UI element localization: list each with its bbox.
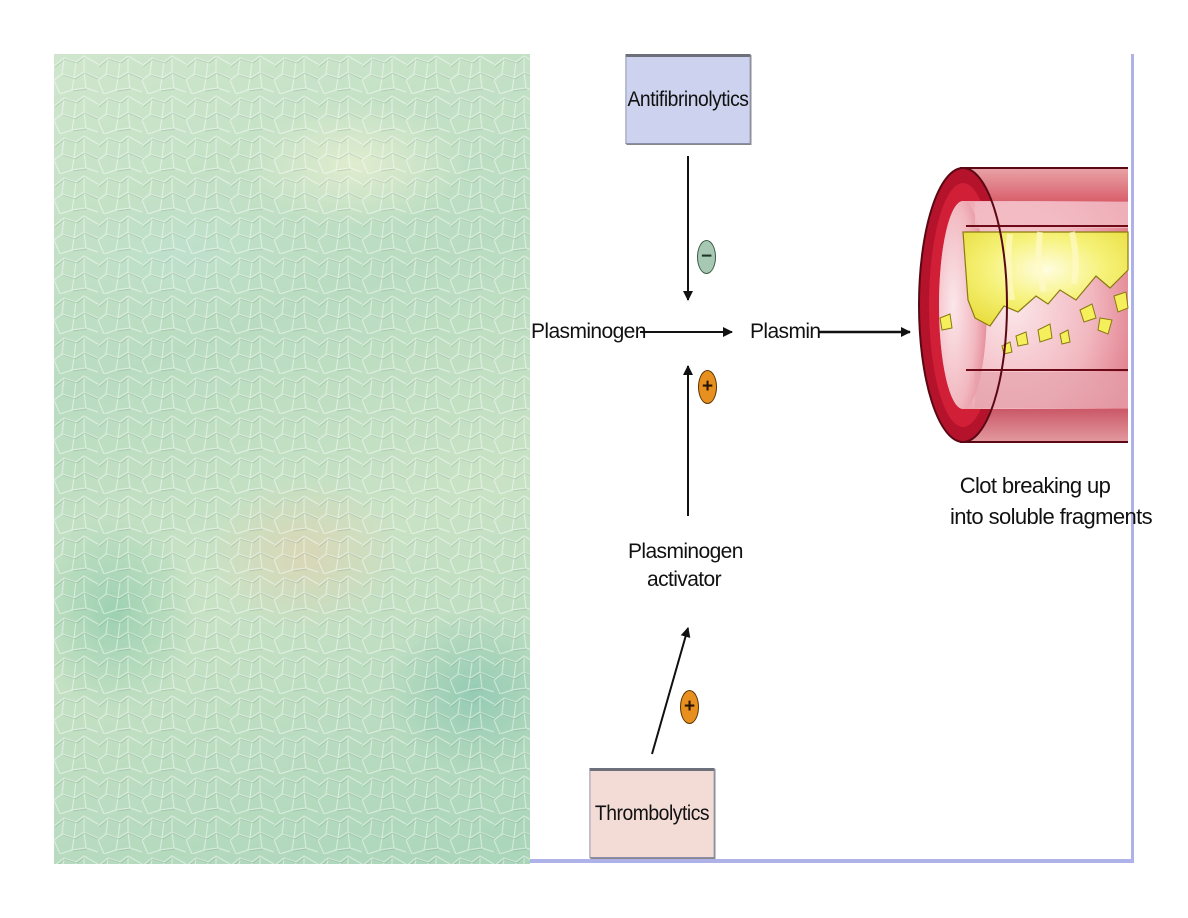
minus-circle-icon: − [697, 240, 716, 274]
antifibrinolytics-label: Antifibrinolytics [627, 88, 749, 111]
plasminogen-activator-line2: activator [647, 568, 722, 591]
plus-circle-icon: + [680, 690, 699, 724]
thrombolytics-label: Thrombolytics [594, 802, 710, 825]
clot-caption-line2: into soluble fragments [950, 504, 1153, 529]
blood-vessel-illustration [918, 167, 1129, 443]
antifibrinolytics-box: Antifibrinolytics [625, 54, 751, 144]
arrow-thrombolytics-to-activator [651, 627, 691, 755]
plasminogen-activator-label: Plasminogen activator [628, 538, 743, 594]
clot-caption-line1: Clot breaking up [959, 473, 1111, 498]
clot-caption: Clot breaking up into soluble fragments [950, 470, 1153, 532]
plasmin-label: Plasmin [750, 320, 821, 343]
pebble-texture [54, 54, 530, 864]
plus-circle-icon: + [698, 370, 717, 404]
figure-border-bottom [530, 859, 1134, 863]
thrombolytics-box: Thrombolytics [589, 768, 715, 858]
plasminogen-label: Plasminogen [531, 320, 646, 343]
figure-border-right [1131, 54, 1134, 862]
plasminogen-activator-line1: Plasminogen [628, 540, 743, 563]
textured-background-panel [54, 54, 530, 864]
